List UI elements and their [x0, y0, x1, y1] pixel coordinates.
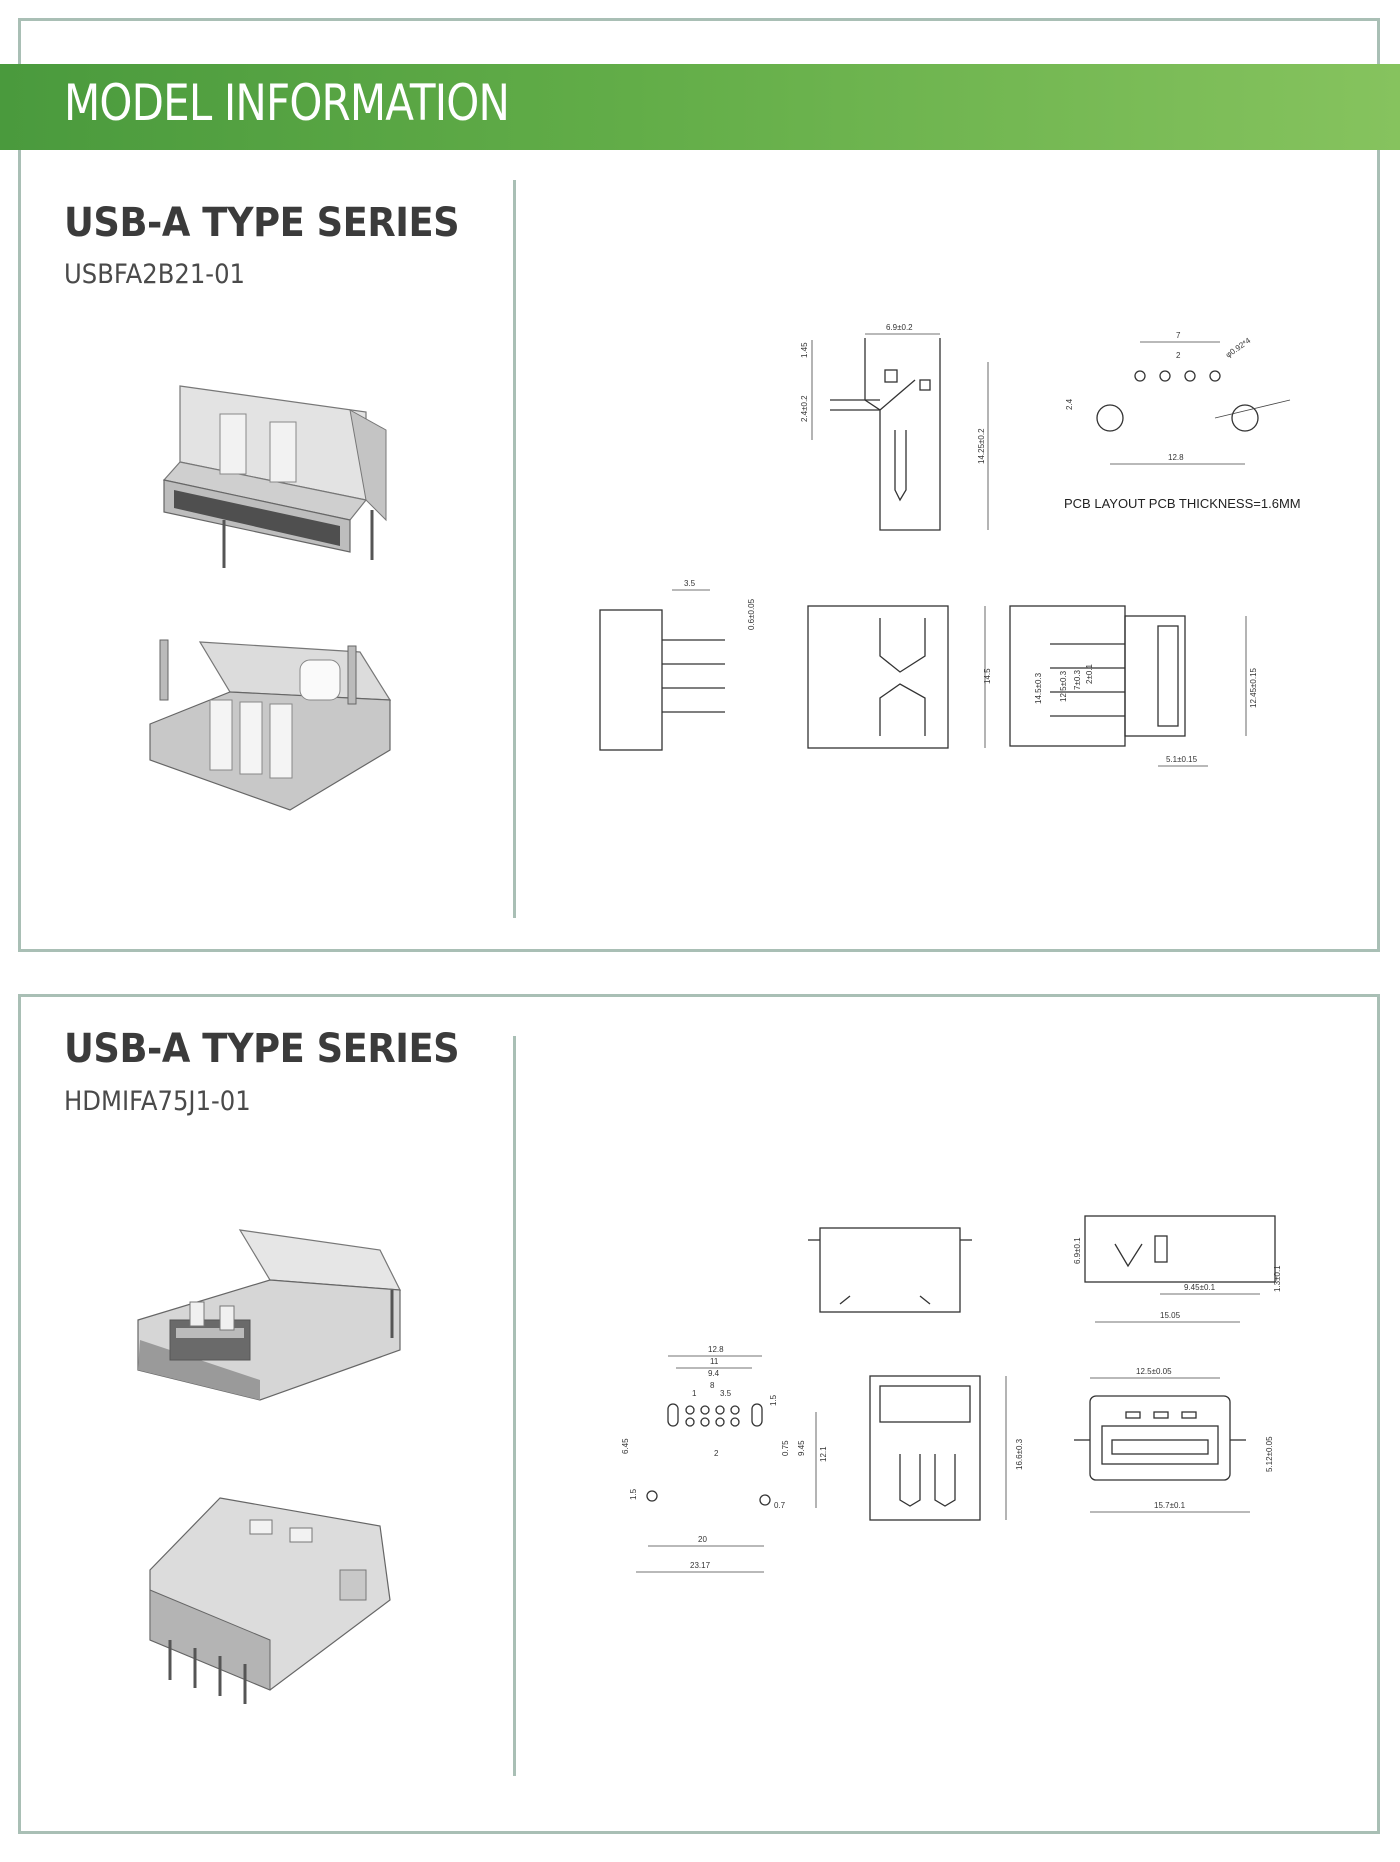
page-title: MODEL INFORMATION: [64, 74, 510, 132]
footprint: 12.8 11 9.4 8 1 3.5 1.5 6.45 2 0.75 9.45…: [621, 1345, 828, 1573]
header-banner: MODEL INFORMATION: [0, 64, 1400, 150]
model-card-2: [18, 994, 1380, 1834]
dim-label: 9.4: [708, 1369, 720, 1378]
dim-label: 2.4: [1065, 398, 1074, 410]
dim-label: 1.5: [629, 1488, 638, 1500]
dim-label: 3.5: [720, 1389, 732, 1398]
product-photo-2a: [137, 1229, 402, 1401]
model-code: HDMIFA75J1-01: [64, 1086, 251, 1117]
dim-label: 2±0.1: [1085, 663, 1094, 684]
section-divider: [513, 180, 516, 918]
front-view: [808, 1227, 972, 1313]
section-divider: [513, 1036, 516, 1776]
dim-label: 1: [692, 1389, 697, 1398]
dim-label: 15.7±0.1: [1154, 1501, 1186, 1510]
product-photo-1a: [162, 385, 387, 568]
dim-label: 14.5±0.3: [1034, 672, 1043, 704]
product-photo-1b: [149, 639, 392, 811]
dim-label: 5.1±0.15: [1166, 755, 1198, 764]
dim-label: 12.8: [1168, 453, 1184, 462]
pcb-note: PCB LAYOUT PCB THICKNESS=1.6MM: [1064, 496, 1301, 511]
bottom-view: 16.6±0.3: [869, 1375, 1024, 1521]
product-photo-2b: [149, 1497, 391, 1704]
technical-drawing-2: 9.45±0.1 6.9±0.1 1.3±0.1 15.05 12.8 11 9…: [621, 1215, 1282, 1573]
dim-label: φ0.92*4: [1224, 336, 1253, 360]
dim-label: 12.5±0.05: [1136, 1367, 1172, 1376]
dim-label: 6.9±0.2: [886, 323, 913, 332]
dim-label: 12.8: [708, 1345, 724, 1354]
dim-label: 15.05: [1160, 1311, 1181, 1320]
series-title: USB-A TYPE SERIES: [64, 1026, 460, 1072]
series-title: USB-A TYPE SERIES: [64, 200, 460, 246]
dim-label: 7: [1176, 331, 1181, 340]
dim-label: 16.6±0.3: [1015, 1438, 1024, 1470]
dim-label: 9.45±0.1: [1184, 1283, 1216, 1292]
dim-label: 12.5±0.3: [1059, 670, 1068, 702]
dim-label: 20: [698, 1535, 707, 1544]
dim-label: 2: [1176, 351, 1181, 360]
dim-label: 23.17: [690, 1561, 711, 1570]
dim-label: 3.5: [684, 579, 696, 588]
dim-label: 7±0.3: [1073, 669, 1082, 690]
dim-label: 14.5: [983, 668, 992, 684]
dim-label: 12.45±0.15: [1249, 667, 1258, 708]
dim-label: 12.1: [819, 1446, 828, 1462]
side-view: 9.45±0.1 6.9±0.1 1.3±0.1 15.05: [1073, 1215, 1282, 1323]
dim-label: 6.9±0.1: [1073, 1237, 1082, 1264]
dim-label: 1.3±0.1: [1273, 1265, 1282, 1292]
dim-label: 11: [710, 1357, 719, 1366]
dim-label: 2: [714, 1449, 719, 1458]
side-view: 6.9±0.2 14.25±0.2 1.45 2.4±0.2: [800, 323, 989, 531]
bottom-views: 3.5 0.6±0.05 14.5 14.5±0.3 12.5±0.3 7±0.…: [599, 579, 1258, 767]
opening-view: 12.5±0.05 5.12±0.05 15.7±0.1: [1074, 1367, 1274, 1513]
dim-label: 9.45: [797, 1440, 806, 1456]
dim-label: 8: [710, 1381, 715, 1390]
technical-drawing-1: 6.9±0.2 14.25±0.2 1.45 2.4±0.2 7 2 12.8 …: [599, 323, 1301, 767]
model-code: USBFA2B21-01: [64, 259, 245, 290]
dim-label: 2.4±0.2: [800, 395, 809, 422]
dim-label: 0.7: [774, 1501, 786, 1510]
dim-label: 6.45: [621, 1438, 630, 1454]
dim-label: 1.5: [769, 1394, 778, 1406]
dim-label: 1.45: [800, 342, 809, 358]
pcb-layout: 7 2 12.8 2.4 φ0.92*4 PCB LAYOUT PCB THIC…: [1064, 331, 1301, 511]
dim-label: 0.6±0.05: [747, 598, 756, 630]
dim-label: 0.75: [781, 1440, 790, 1456]
dim-label: 14.25±0.2: [977, 428, 986, 464]
dim-label: 5.12±0.05: [1265, 1436, 1274, 1472]
